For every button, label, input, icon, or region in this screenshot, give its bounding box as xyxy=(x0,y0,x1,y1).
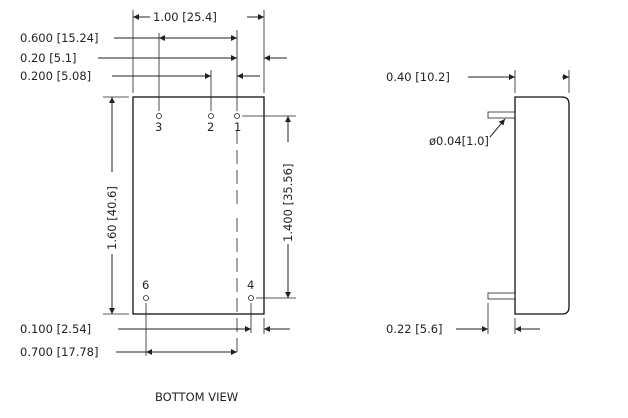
dim-pin6-pin4-label: 0.700 [17.78] xyxy=(20,345,98,359)
module-outline-side xyxy=(514,96,570,315)
module-outline-bottom xyxy=(132,96,265,315)
dim-right-margin-label: 0.20 [5.1] xyxy=(20,51,77,65)
pin-6 xyxy=(143,295,149,301)
side-view: 0.40 [10.2] ø0.04[1.0] 0.22 [5.6] xyxy=(386,70,570,336)
dim-pin3-offset-label: 0.600 [15.24] xyxy=(20,31,98,45)
dim-pin-row-label: 1.400 [35.56] xyxy=(281,164,295,242)
dim-pin-diameter-leader xyxy=(489,118,506,138)
side-pin-top xyxy=(487,111,516,119)
bottom-view: 3 2 1 6 4 1.00 [25.4] 0.600 [15.24] 0.20… xyxy=(20,10,296,404)
pin-3-label: 3 xyxy=(155,120,162,134)
pin-2 xyxy=(208,113,214,119)
pin-4-label: 4 xyxy=(247,278,254,292)
dim-pin-spacing-label: 0.200 [5.08] xyxy=(20,69,91,83)
side-pin-bottom xyxy=(487,292,516,300)
dim-pin-length-label: 0.22 [5.6] xyxy=(386,322,443,336)
dim-thickness-label: 0.40 [10.2] xyxy=(386,70,450,84)
bottom-view-caption: BOTTOM VIEW xyxy=(155,390,238,404)
pin-1 xyxy=(234,113,240,119)
pin-6-label: 6 xyxy=(142,278,149,292)
dim-height-label: 1.60 [40.6] xyxy=(105,186,119,250)
dim-pin-diameter-label: ø0.04[1.0] xyxy=(429,134,489,148)
pin-4 xyxy=(248,295,254,301)
pin-2-label: 2 xyxy=(207,120,214,134)
pin-1-label: 1 xyxy=(234,120,241,134)
dim-width-label: 1.00 [25.4] xyxy=(153,10,217,24)
dim-bottom-margin-label: 0.100 [2.54] xyxy=(20,322,91,336)
pin-3 xyxy=(156,113,162,119)
